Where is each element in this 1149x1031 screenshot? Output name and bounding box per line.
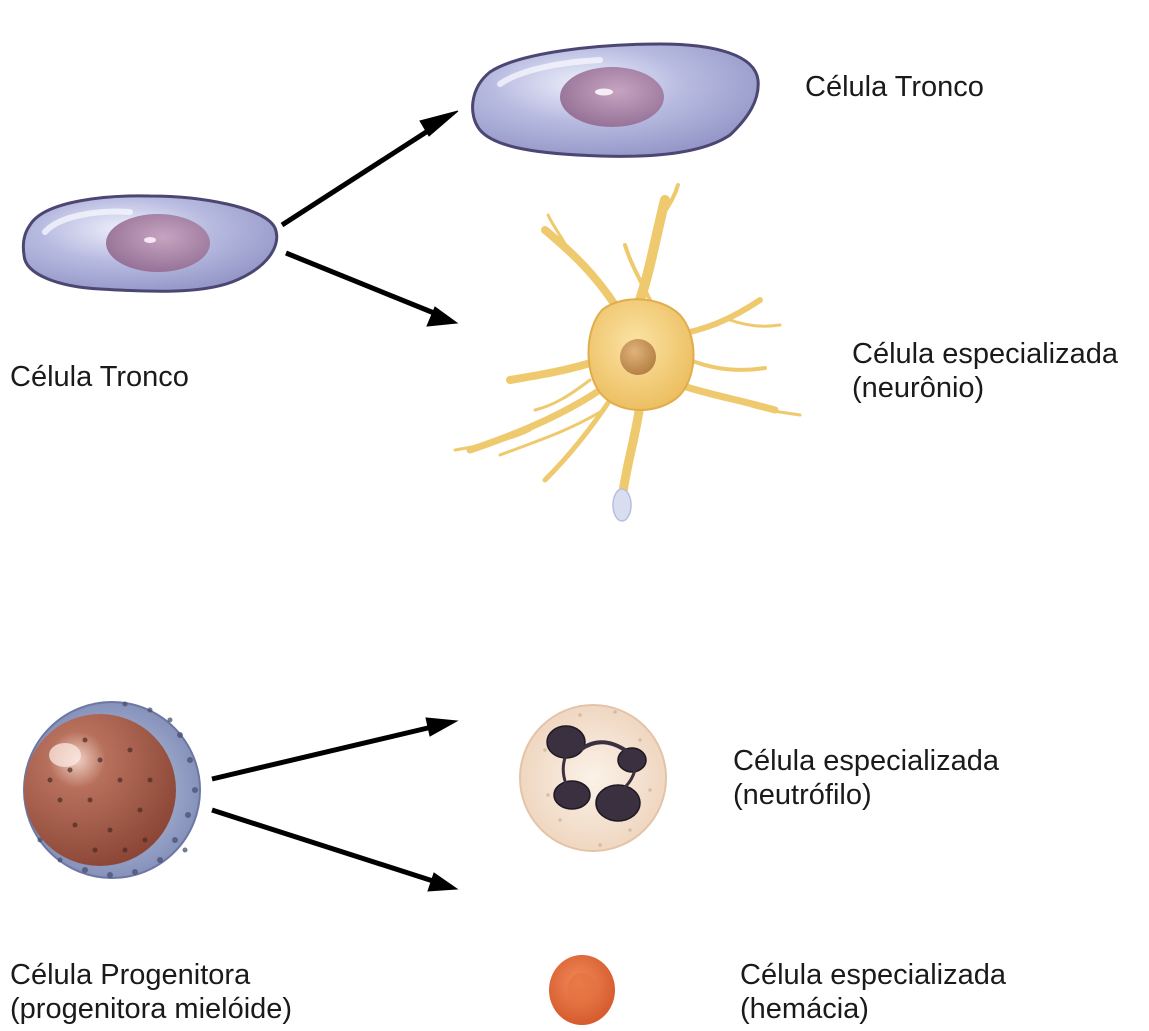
stem-cell-source-text: Célula Tronco xyxy=(10,360,189,394)
neuron-label-line1: Célula especializada xyxy=(852,337,1118,371)
neutrophil-label-line2: (neutrófilo) xyxy=(733,778,999,812)
stem-cell-source-label: Célula Tronco xyxy=(10,360,189,394)
neutrophil-label-line1: Célula especializada xyxy=(733,744,999,778)
rbc-label-line2: (hemácia) xyxy=(740,992,1006,1026)
progenitor-label-line1: Célula Progenitora xyxy=(10,958,292,992)
progenitor-label-line2: (progenitora mielóide) xyxy=(10,992,292,1026)
stem-cell-source-drawing xyxy=(23,196,276,291)
neuron-label: Célula especializada (neurônio) xyxy=(852,337,1118,405)
arrows-top xyxy=(282,111,458,326)
rbc-label: Célula especializada (hemácia) xyxy=(740,958,1006,1026)
progenitor-label: Célula Progenitora (progenitora mielóide… xyxy=(10,958,292,1026)
stem-cell-result-text: Célula Tronco xyxy=(805,70,984,104)
neuron-drawing xyxy=(455,185,800,521)
neuron-label-line2: (neurônio) xyxy=(852,371,1118,405)
progenitor-cell-drawing xyxy=(24,702,200,879)
stem-cell-result-label: Célula Tronco xyxy=(805,70,984,104)
red-blood-cell-drawing xyxy=(549,955,615,1025)
neutrophil-drawing xyxy=(520,705,666,851)
rbc-label-line1: Célula especializada xyxy=(740,958,1006,992)
arrows-bottom xyxy=(212,718,457,891)
stem-cell-result-drawing xyxy=(473,44,759,156)
neutrophil-label: Célula especializada (neutrófilo) xyxy=(733,744,999,812)
